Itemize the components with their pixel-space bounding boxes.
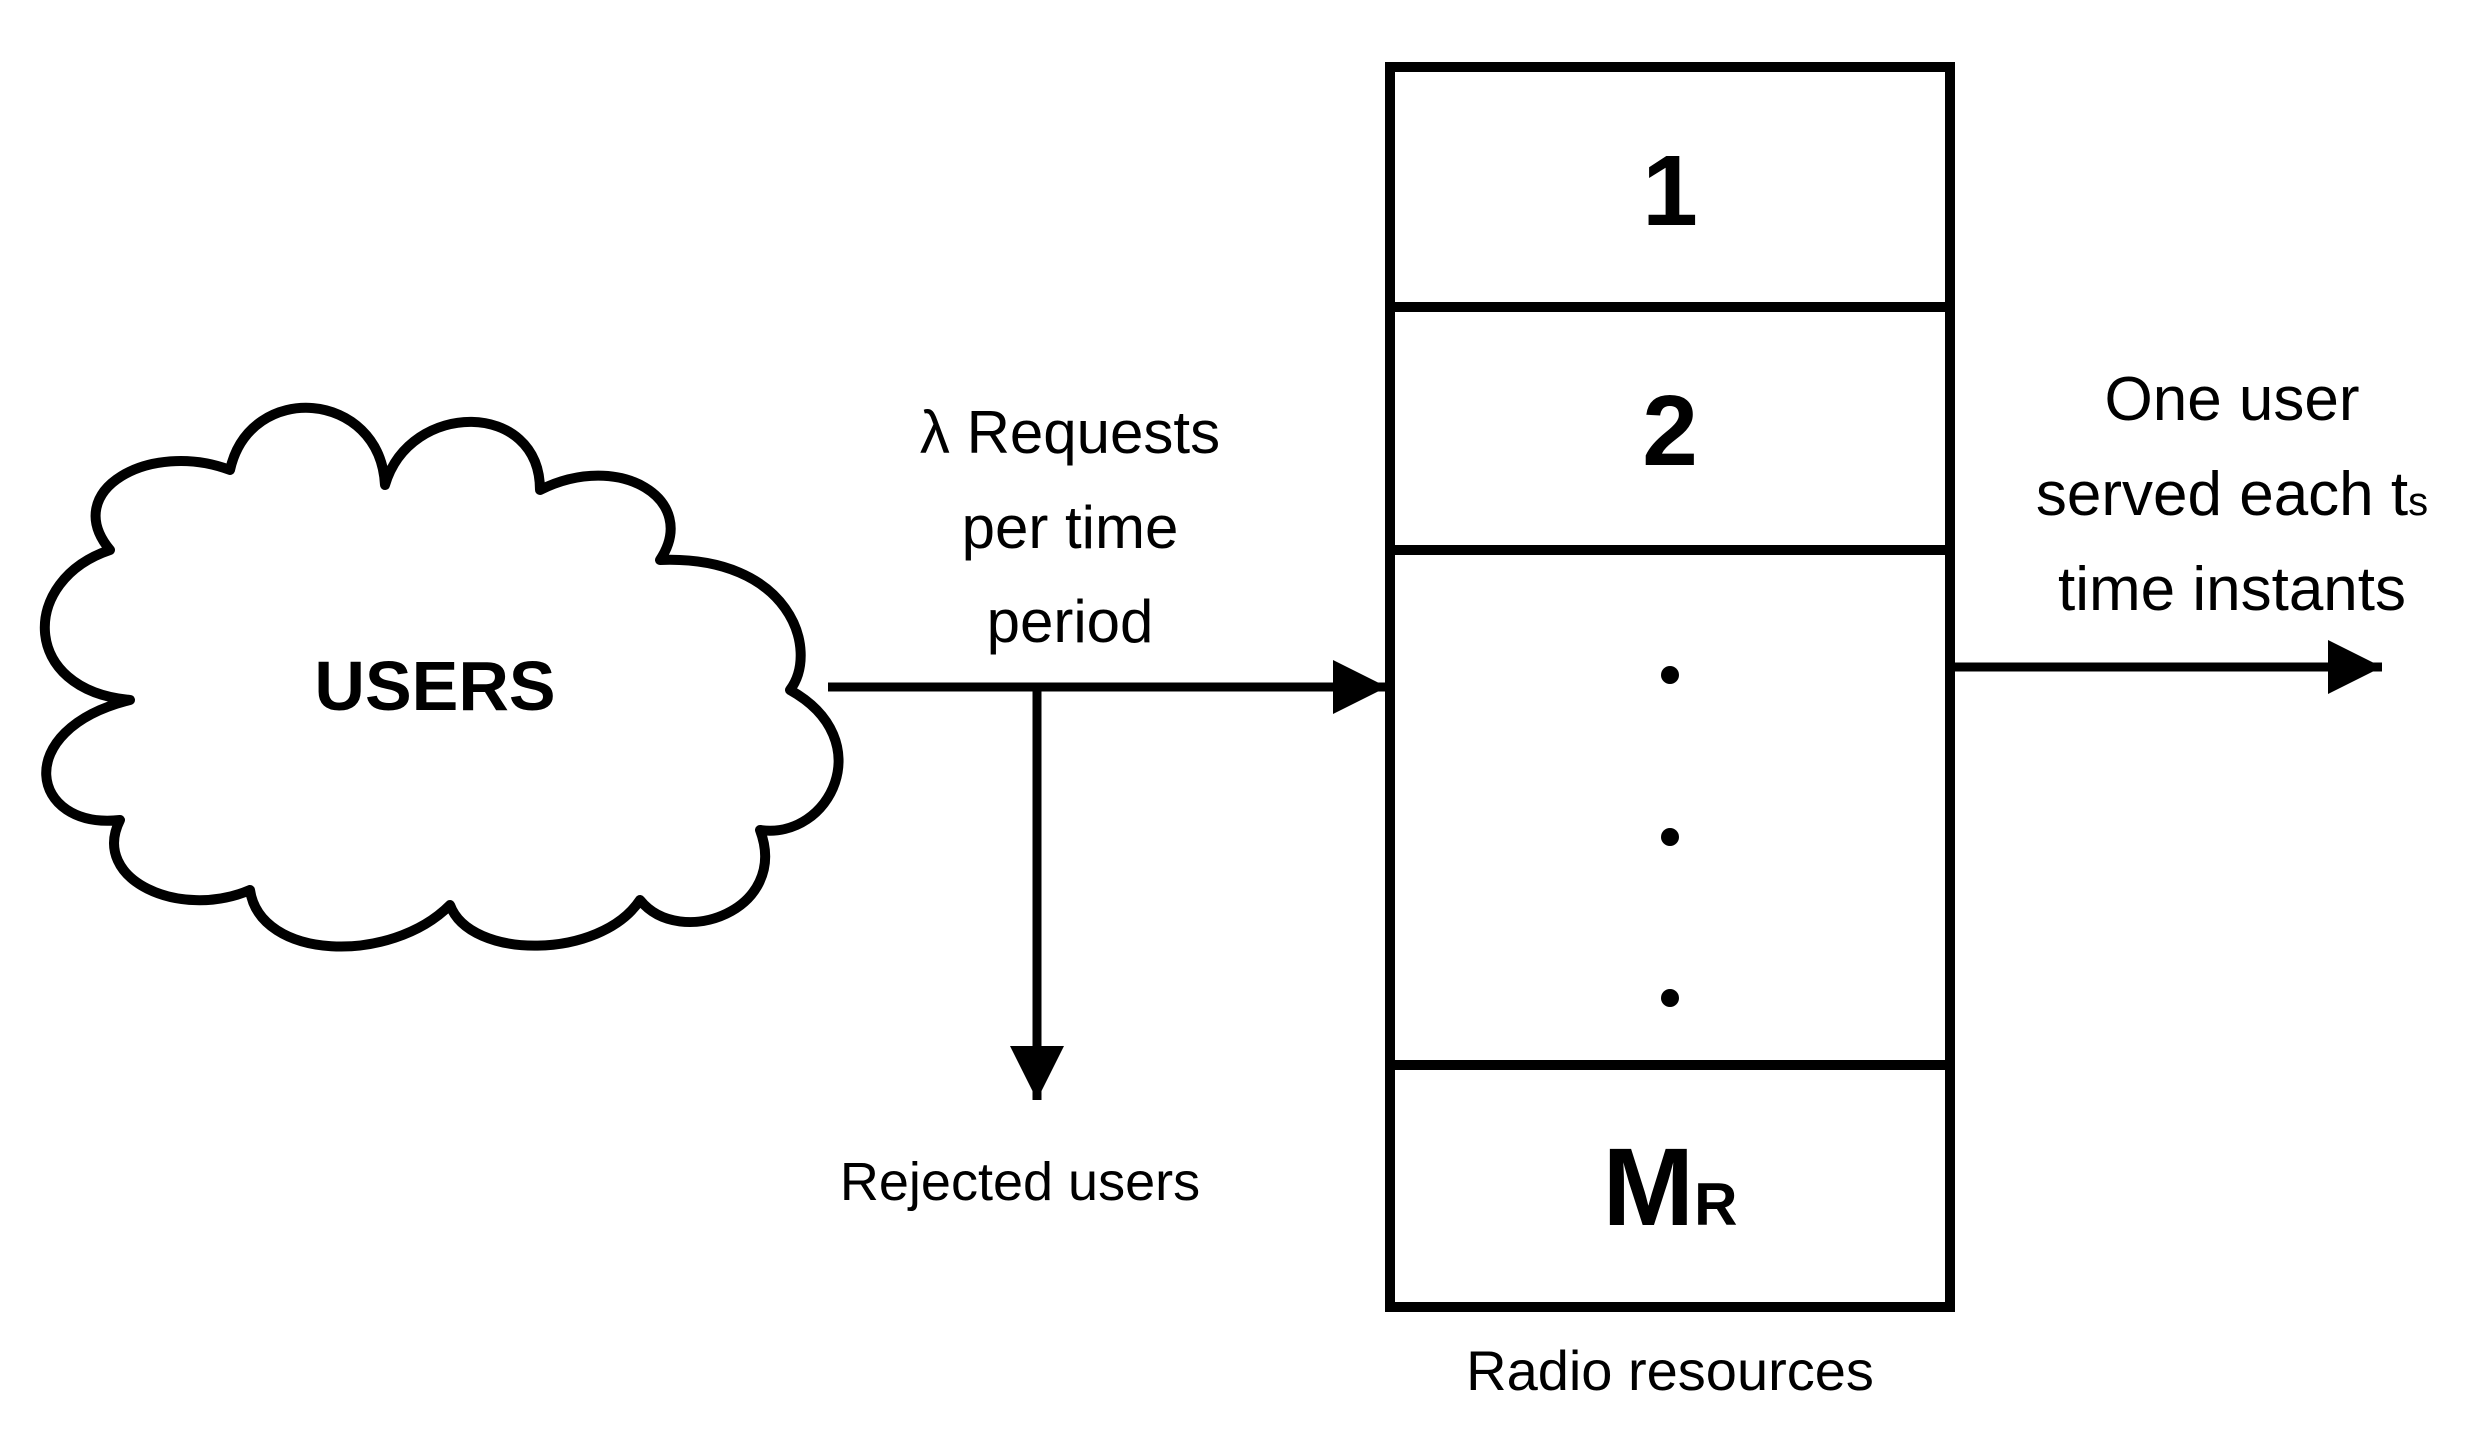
request-rate-label: λ Requests (920, 399, 1220, 466)
ellipsis-dot-3 (1661, 989, 1679, 1007)
service-label-line3: time instants (2058, 555, 2406, 624)
service-label-line2: served each ts (2036, 460, 2428, 529)
service-label-line2-sub: s (2408, 480, 2428, 524)
service-label-line1: One user (2104, 365, 2359, 434)
users-label: USERS (314, 647, 555, 725)
resource-slot-1: 1 (1642, 135, 1698, 247)
radio-resources-label: Radio resources (1466, 1339, 1874, 1402)
resources-outline (1385, 62, 1955, 1312)
resource-slot-last-sub: R (1694, 1171, 1737, 1238)
users-cloud-icon (40, 402, 844, 952)
resource-slot-last: MR (1603, 1126, 1738, 1249)
lambda-symbol: λ (920, 399, 950, 466)
request-label-line3: period (987, 588, 1154, 655)
request-label-line1: Requests (950, 399, 1220, 466)
resource-slot-last-main: M (1603, 1126, 1695, 1249)
rejected-users-label: Rejected users (840, 1152, 1200, 1212)
ellipsis-dot-2 (1661, 828, 1679, 846)
request-label-line2: per time (962, 494, 1179, 561)
resource-slot-2: 2 (1642, 375, 1698, 487)
radio-resources-stack: 1 2 MR (1385, 62, 1955, 1312)
service-label-line2-main: served each t (2036, 460, 2408, 529)
ellipsis-dot-1 (1661, 666, 1679, 684)
